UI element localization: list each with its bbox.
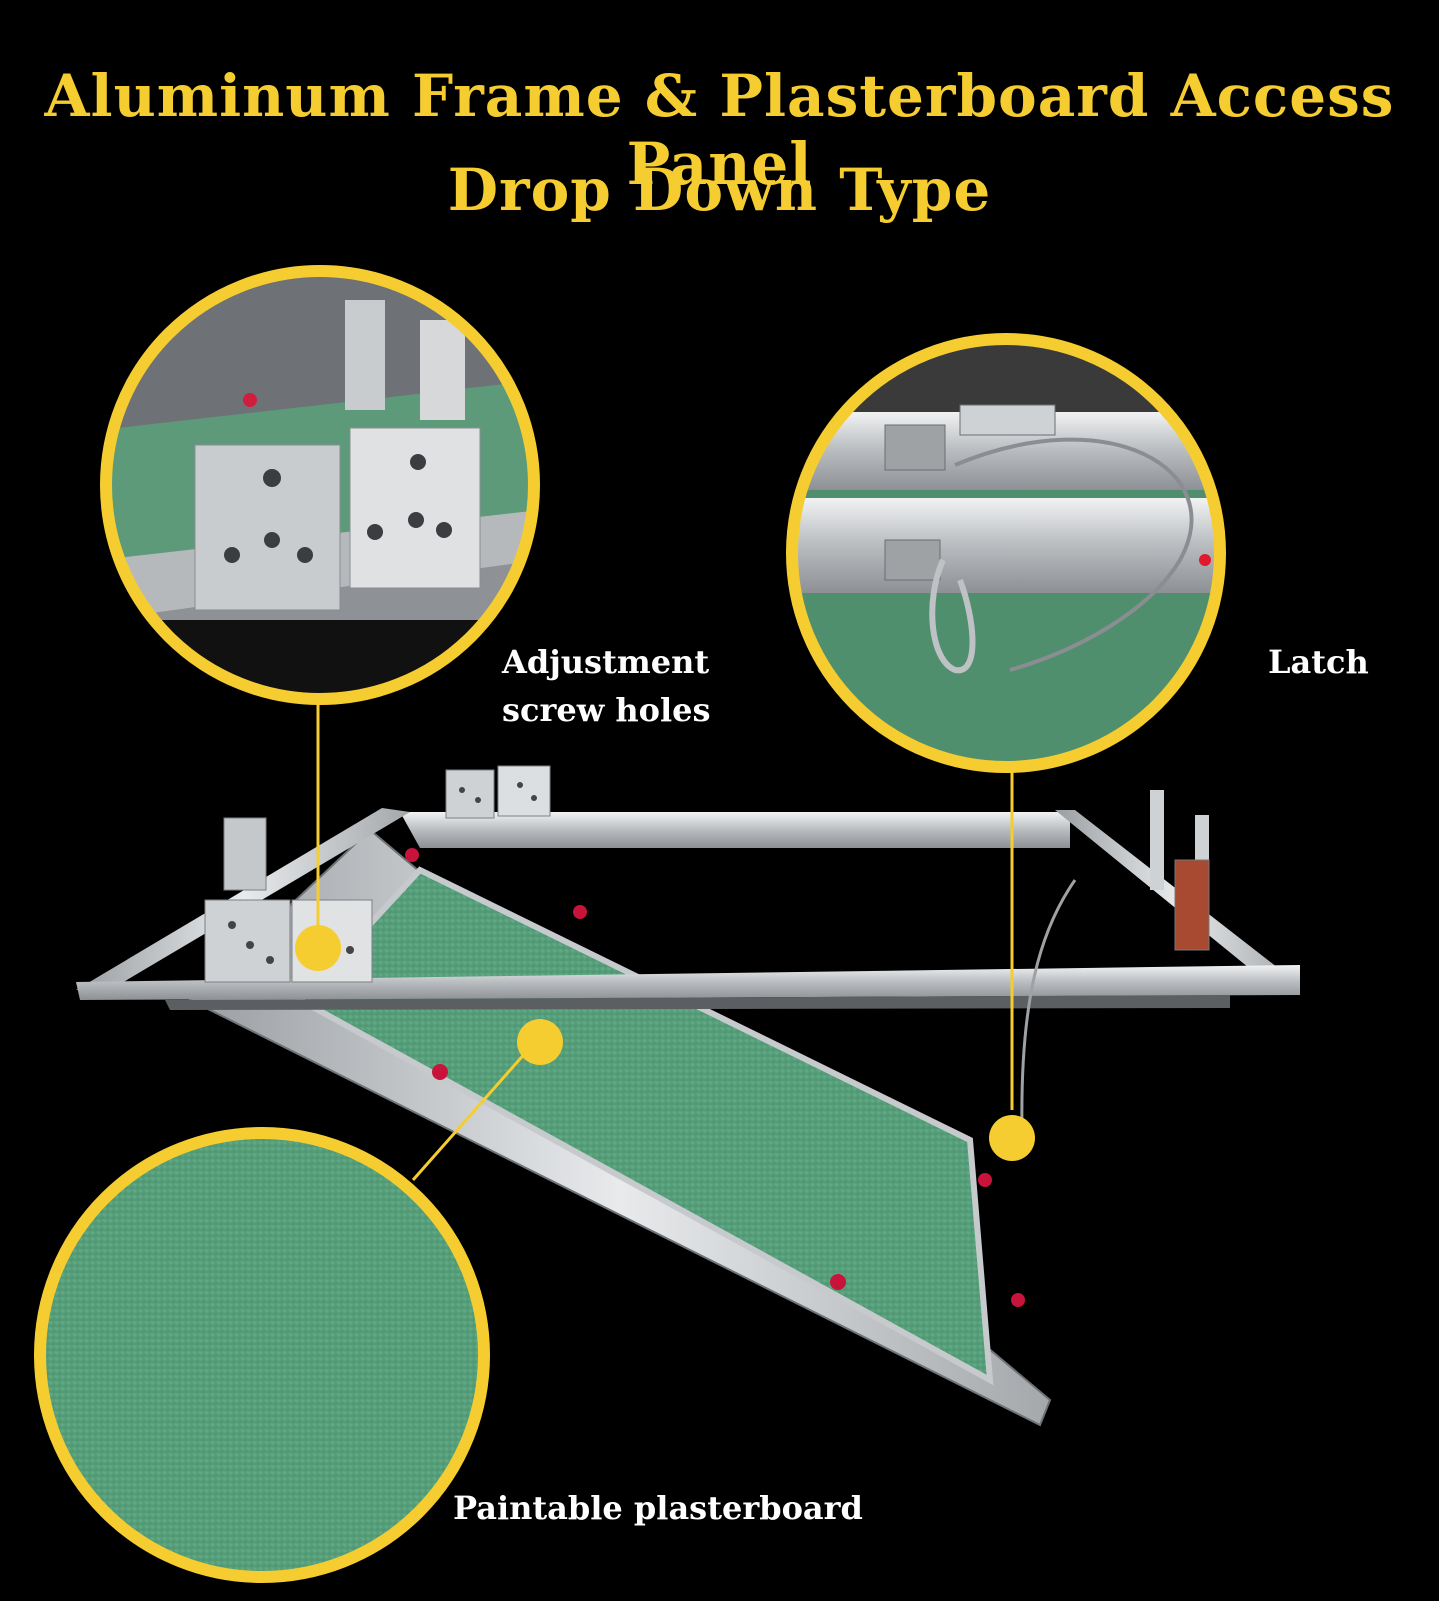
callout-plasterboard: Paintable plasterboard — [453, 1489, 863, 1527]
mounting-bracket-left — [223, 817, 267, 891]
callout-adjustment: Adjustment screw holes — [502, 638, 711, 734]
frame-left-rail — [76, 808, 410, 990]
callout-dots — [295, 925, 1035, 1161]
title-line-1: Aluminum Frame & Plasterboard Access Pan… — [44, 62, 1395, 198]
callout-dot-plasterboard — [517, 1019, 563, 1065]
callout-leaders — [316, 700, 1014, 1181]
safety-wire — [1020, 879, 1077, 1131]
detail-latch-zoom — [786, 333, 1226, 773]
callout-adjustment-line1: Adjustment — [502, 643, 710, 681]
frame-back-rail — [400, 812, 1070, 848]
callout-dot-adjustment — [295, 925, 341, 971]
callout-adjustment-line2: screw holes — [502, 691, 711, 729]
callout-dot-latch — [989, 1115, 1035, 1161]
mounting-bracket-right — [1150, 790, 1210, 951]
frame-front-rail — [76, 965, 1300, 1000]
title-line-2: Drop Down Type — [447, 156, 992, 224]
detail-bracket-zoom — [100, 265, 540, 705]
mounting-bracket-front — [204, 899, 373, 983]
mounting-bracket-back — [445, 765, 551, 819]
detail-plasterboard-zoom — [34, 1127, 490, 1583]
panel-fasteners — [405, 848, 1025, 1307]
callout-latch: Latch — [1268, 643, 1369, 681]
access-panel-assembly — [76, 765, 1300, 1427]
